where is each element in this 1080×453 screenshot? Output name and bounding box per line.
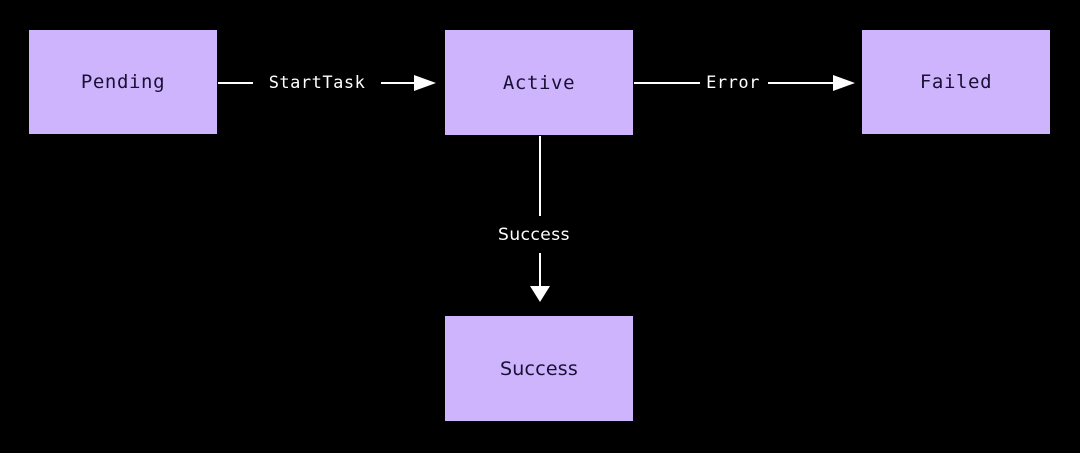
state-node-active[interactable]: Active xyxy=(445,30,633,135)
state-node-success[interactable]: Success xyxy=(445,316,633,421)
arrowhead-pending-active xyxy=(414,75,436,91)
state-node-pending-label: Pending xyxy=(80,71,166,93)
arrowhead-active-failed xyxy=(833,75,855,91)
state-node-failed-label: Failed xyxy=(919,71,993,93)
edge-label-error: Error xyxy=(706,73,760,93)
state-node-pending[interactable]: Pending xyxy=(29,30,217,134)
state-node-active-label: Active xyxy=(502,71,576,94)
state-node-failed[interactable]: Failed xyxy=(862,30,1050,134)
arrowhead-active-success xyxy=(530,286,550,302)
edge-active-to-success xyxy=(530,136,550,302)
state-node-success-label: Success xyxy=(500,357,578,380)
edge-label-starttask: StartTask xyxy=(268,73,366,93)
edge-label-success: Success xyxy=(498,225,570,245)
